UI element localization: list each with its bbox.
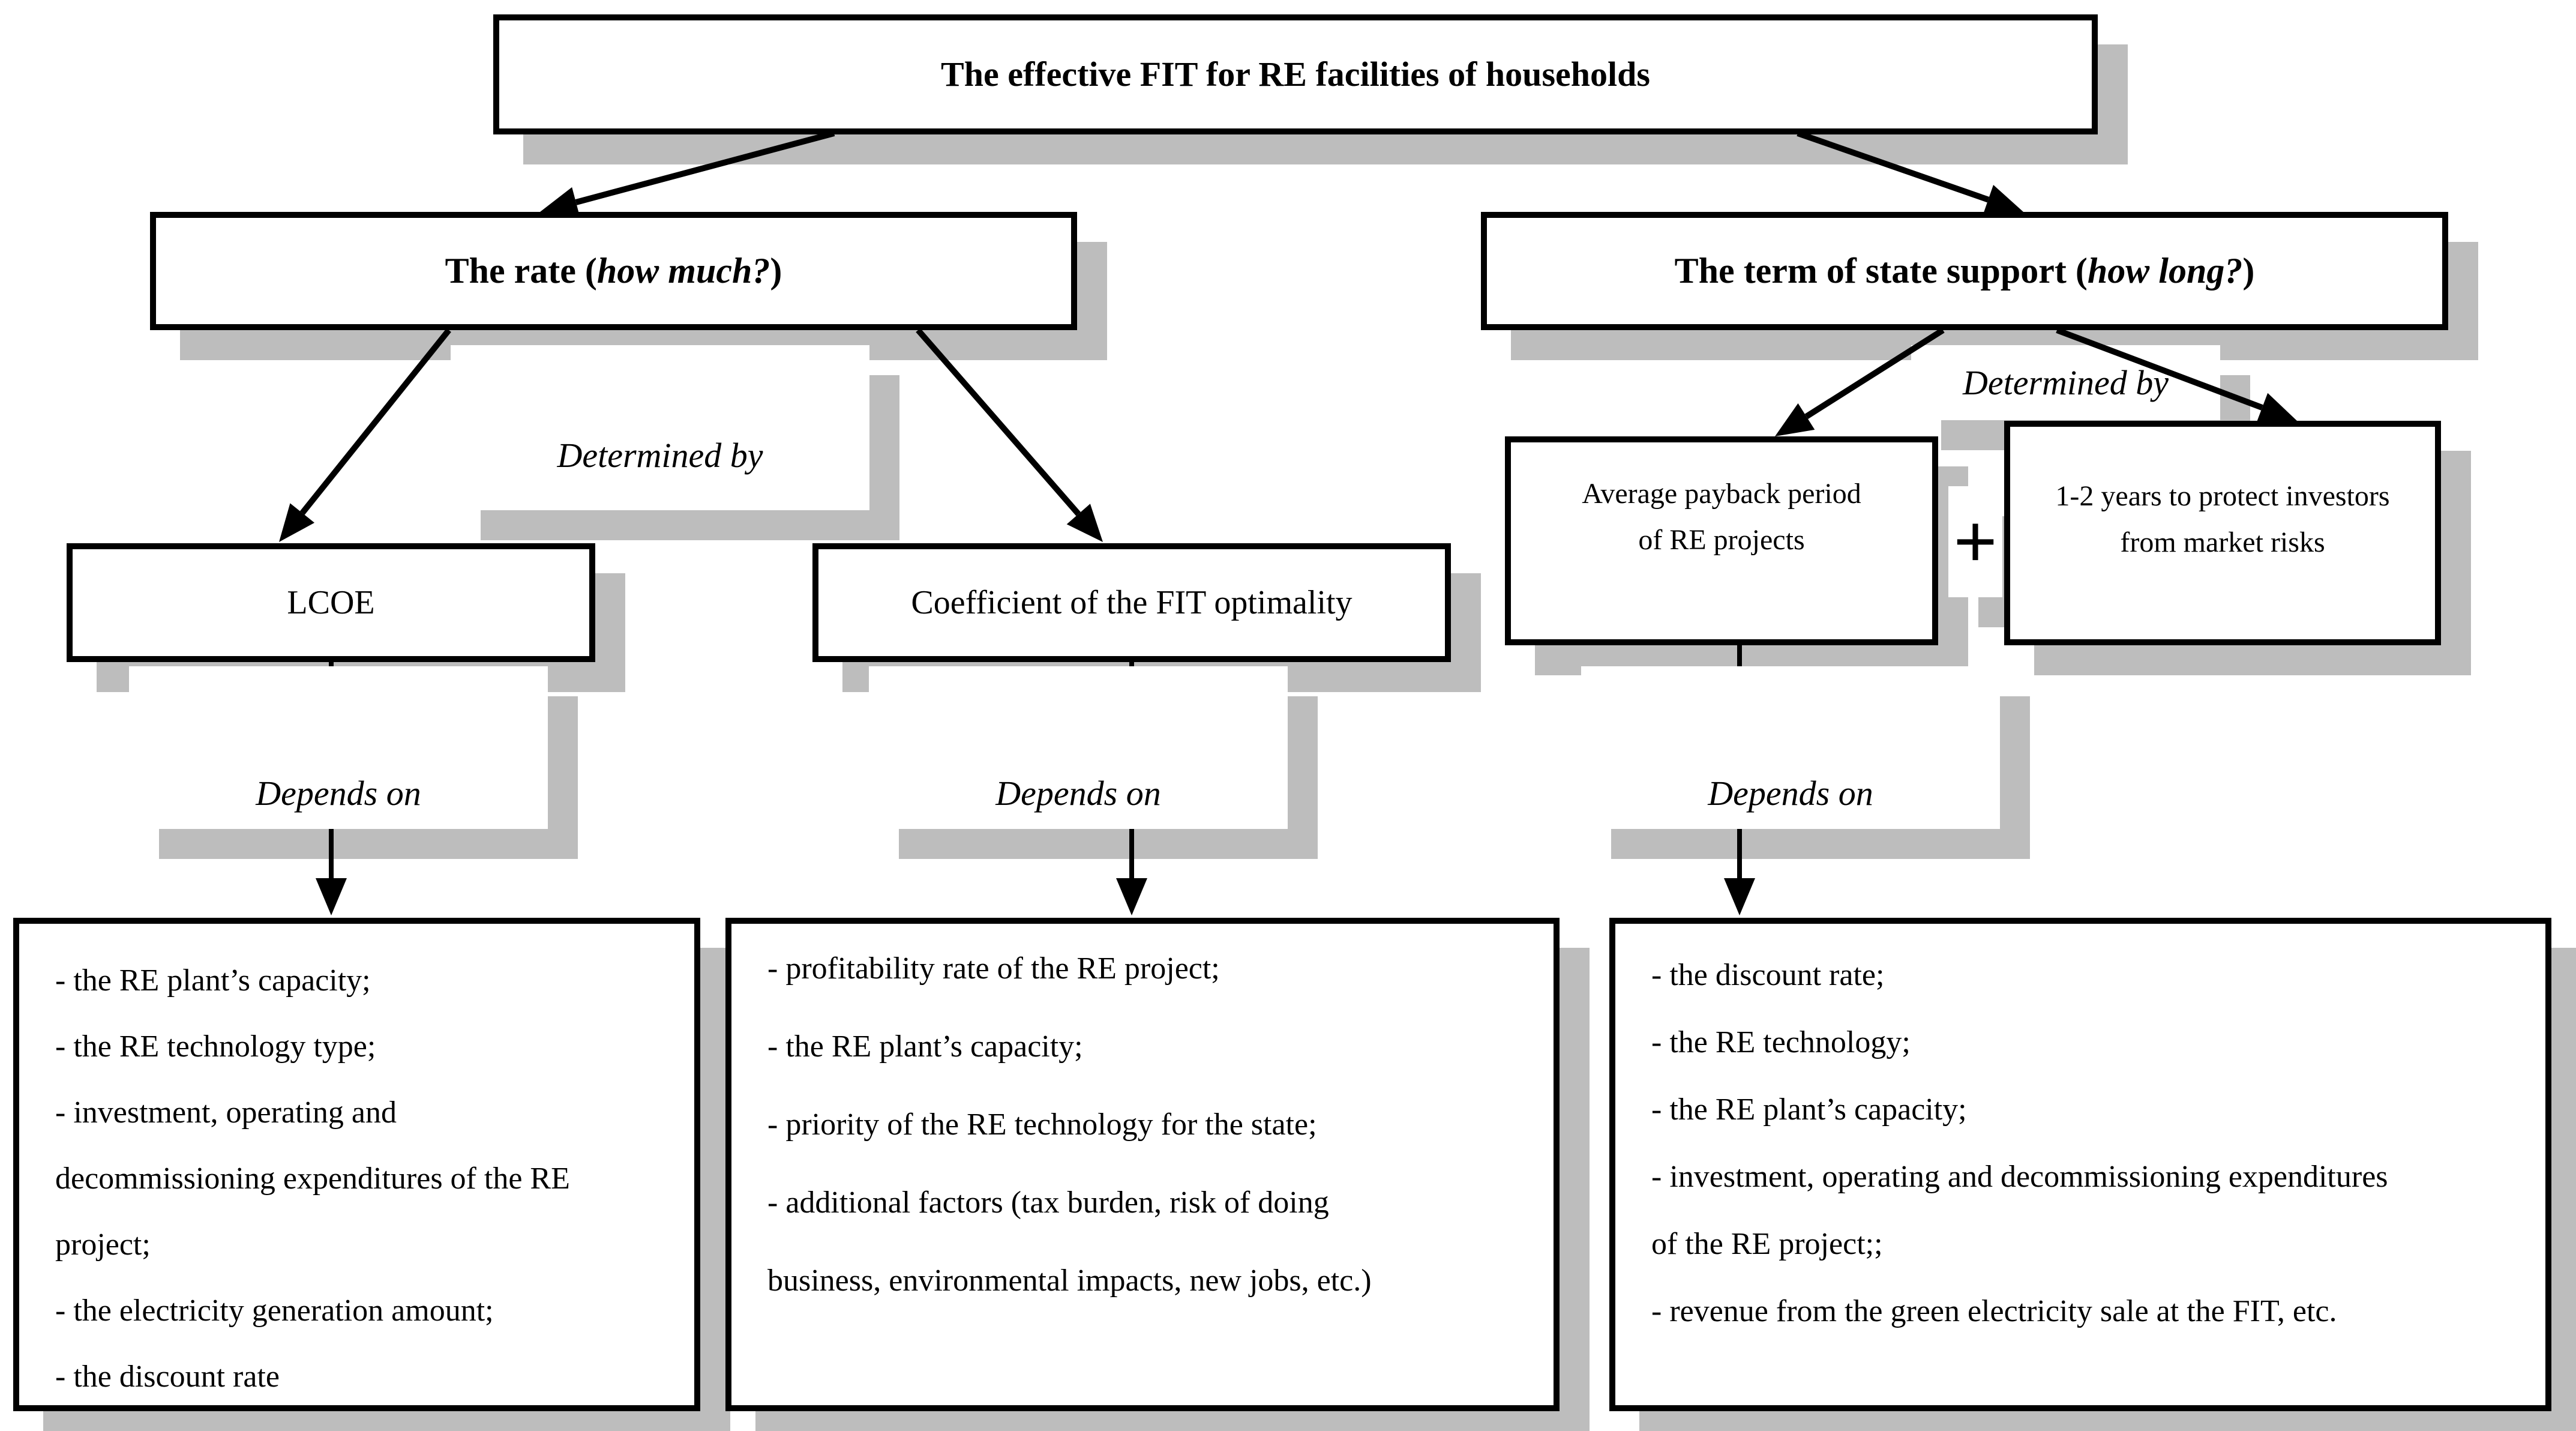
factor-line: business, environmental impacts, new job… <box>767 1264 1372 1298</box>
node-lcoe: LCOE <box>67 543 595 662</box>
factor-line: - the RE plant’s capacity; <box>767 1029 1083 1064</box>
plus-sign: + <box>1948 486 2002 597</box>
factor-line: of the RE project;; <box>1651 1227 1883 1261</box>
factor-line: project; <box>55 1228 151 1262</box>
factor-line: - investment, operating and decommission… <box>1651 1160 2388 1194</box>
lcoe-text: LCOE <box>287 584 375 621</box>
factor-line: - the RE technology type; <box>55 1029 376 1064</box>
node-investor-protection-years: 1-2 years to protect investors from mark… <box>2004 421 2441 645</box>
factor-line: - investment, operating and <box>55 1095 397 1130</box>
term-question-italic: how long? <box>2087 251 2243 291</box>
payback-line1: Average payback period <box>1582 478 1861 510</box>
node-fit-optimality-coefficient: Coefficient of the FIT optimality <box>812 543 1451 662</box>
node-average-payback-period: Average payback period of RE projects <box>1505 436 1938 645</box>
rate-question-italic: how much? <box>596 251 770 291</box>
node-root-effective-fit: The effective FIT for RE facilities of h… <box>493 14 2098 134</box>
years-line2: from market risks <box>2120 526 2325 558</box>
years-line1: 1-2 years to protect investors <box>2055 480 2390 512</box>
rate-title-text: The rate (how much?) <box>445 251 782 291</box>
term-title-text: The term of state support (how long?) <box>1674 251 2255 291</box>
list-coefficient-factors: - profitability rate of the RE project; … <box>725 918 1560 1411</box>
label-depends-on-payback: Depends on <box>1581 666 2000 829</box>
factor-line: - additional factors (tax burden, risk o… <box>767 1185 1329 1220</box>
depends-on-text: Depends on <box>256 774 421 813</box>
factor-line: - priority of the RE technology for the … <box>767 1107 1317 1142</box>
factor-line: - profitability rate of the RE project; <box>767 951 1220 986</box>
factor-line: - the discount rate; <box>1651 958 1885 992</box>
factor-line: - the RE plant’s capacity; <box>1651 1092 1967 1127</box>
depends-on-text: Depends on <box>995 774 1161 813</box>
factor-line: - the RE plant’s capacity; <box>55 963 371 998</box>
node-term-of-support: The term of state support (how long?) <box>1481 212 2448 330</box>
factor-line: - revenue from the green electricity sal… <box>1651 1294 2337 1328</box>
factor-line: decommissioning expenditures of the RE <box>55 1161 570 1196</box>
plus-text: + <box>1953 498 1998 585</box>
factor-line: - the discount rate <box>55 1360 280 1394</box>
label-determined-by-term: Determined by <box>1911 345 2220 420</box>
label-depends-on-lcoe: Depends on <box>129 666 548 829</box>
factor-line: - the electricity generation amount; <box>55 1294 494 1328</box>
depends-on-text: Depends on <box>1708 774 1873 813</box>
determined-by-text: Determined by <box>1962 363 2169 402</box>
factor-line: - the RE technology; <box>1651 1025 1911 1059</box>
label-determined-by-rate: Determined by <box>451 345 869 510</box>
list-lcoe-factors: - the RE plant’s capacity; - the RE tech… <box>13 918 700 1411</box>
list-payback-factors: - the discount rate; - the RE technology… <box>1609 918 2551 1411</box>
determined-by-text: Determined by <box>557 436 763 475</box>
coefficient-text: Coefficient of the FIT optimality <box>911 584 1353 621</box>
label-depends-on-coefficient: Depends on <box>869 666 1288 829</box>
root-title-text: The effective FIT for RE facilities of h… <box>941 54 1650 94</box>
payback-line2: of RE projects <box>1638 523 1805 556</box>
node-rate: The rate (how much?) <box>150 212 1077 330</box>
